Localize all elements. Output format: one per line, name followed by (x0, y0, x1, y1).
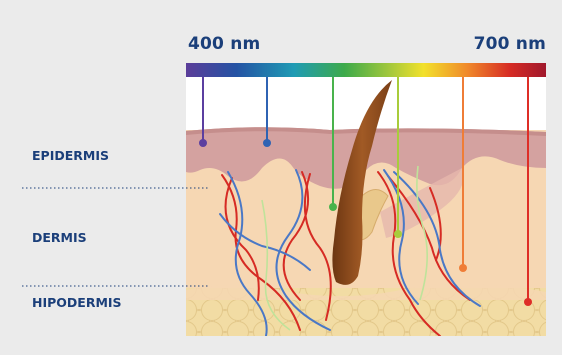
wavelength-max-label: 700 nm (474, 34, 546, 54)
wavelength-min-label: 400 nm (188, 34, 260, 54)
ray-violet-end (199, 139, 207, 147)
epidermis-label: EPIDERMIS (32, 148, 109, 163)
ray-orange-end (459, 264, 467, 272)
spectrum-bar (186, 63, 546, 77)
hypodermis-label: HIPODERMIS (32, 295, 122, 310)
ray-yellowgreen-end (394, 230, 402, 238)
ray-green-end (329, 203, 337, 211)
dermis-label: DERMIS (32, 230, 87, 245)
ray-red-end (524, 298, 532, 306)
ray-blue-end (263, 139, 271, 147)
